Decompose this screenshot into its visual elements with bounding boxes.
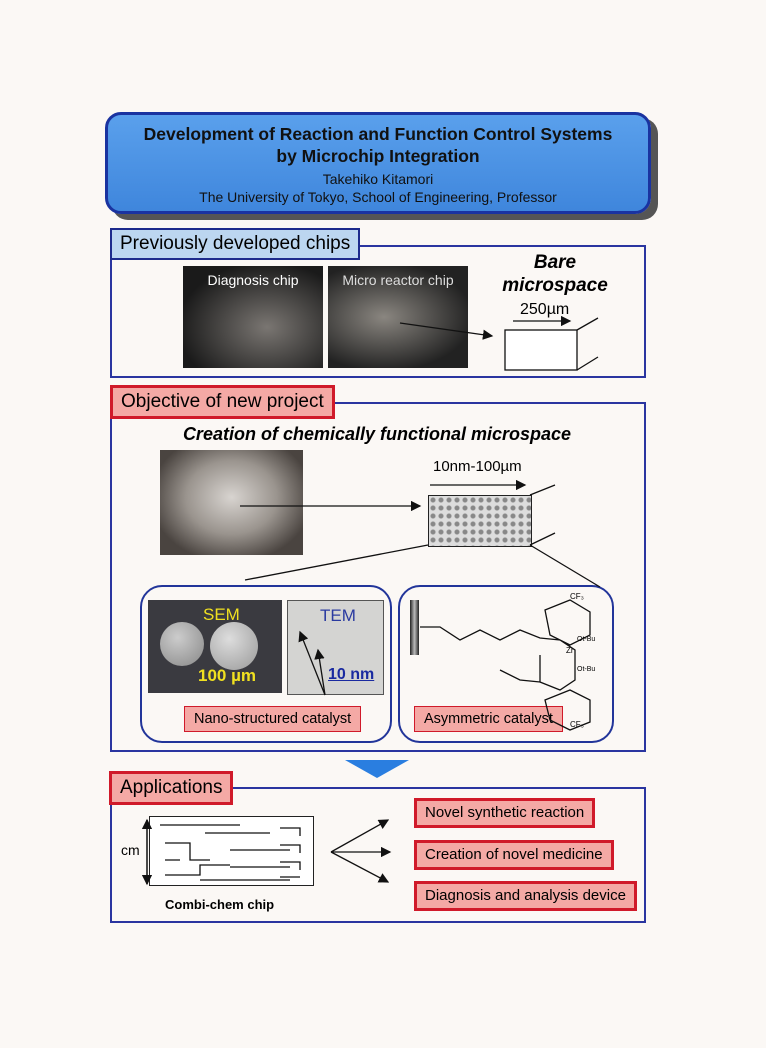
objective-tab: Objective of new project	[110, 385, 335, 419]
title-line-2: by Microchip Integration	[276, 146, 480, 166]
solid-support	[410, 600, 419, 655]
author: Takehiko Kitamori	[322, 171, 434, 187]
sem-label: SEM	[203, 605, 240, 624]
asymmetric-catalyst-panel	[398, 585, 614, 743]
sem-sphere	[160, 622, 204, 666]
application-item: Creation of novel medicine	[414, 840, 614, 870]
title-line-1: Development of Reaction and Function Con…	[143, 124, 613, 144]
cf3-bottom: CF₃	[570, 720, 584, 729]
zr-label: Zr	[566, 646, 574, 655]
micro-reactor-photo: Micro reactor chip	[328, 266, 468, 368]
cf3-top: CF₃	[570, 592, 584, 601]
otbu-2: Ot-Bu	[577, 666, 596, 673]
sem-sphere	[210, 622, 258, 670]
bare-text: Bare	[533, 252, 577, 273]
otbu-1: Ot-Bu	[577, 636, 596, 643]
affiliation: The University of Tokyo, School of Engin…	[199, 189, 557, 205]
chip-photo	[160, 450, 303, 555]
down-arrow-icon	[345, 760, 409, 778]
previous-chips-tab: Previously developed chips	[110, 228, 361, 260]
micro-reactor-label: Micro reactor chip	[342, 272, 454, 288]
functional-dimension: 10nm-100µm	[433, 458, 522, 475]
asymmetric-catalyst-label: Asymmetric catalyst	[414, 706, 563, 732]
cm-label: cm	[121, 842, 140, 858]
objective-heading: Creation of chemically functional micros…	[182, 424, 572, 444]
application-item: Diagnosis and analysis device	[414, 881, 637, 911]
tem-image: TEM 10 nm	[287, 600, 384, 695]
nano-catalyst-label: Nano-structured catalyst	[184, 706, 362, 732]
title-box: Development of Reaction and Function Con…	[105, 112, 651, 214]
tem-scale: 10 nm	[328, 666, 375, 683]
diagnosis-chip-label: Diagnosis chip	[207, 272, 299, 288]
tem-label: TEM	[320, 606, 356, 625]
applications-tab: Applications	[109, 771, 234, 805]
bare-dimension: 250µm	[520, 301, 570, 318]
microspace-text: microspace	[502, 275, 608, 296]
functional-microspace-box	[428, 495, 532, 547]
diagnosis-chip-photo: Diagnosis chip	[183, 266, 323, 368]
nano-catalyst-panel	[140, 585, 392, 743]
chip-caption: Combi-chem chip	[165, 897, 275, 912]
sem-image: SEM 100 µm	[148, 600, 282, 693]
application-item: Novel synthetic reaction	[414, 798, 596, 828]
sem-scale: 100 µm	[198, 666, 256, 685]
